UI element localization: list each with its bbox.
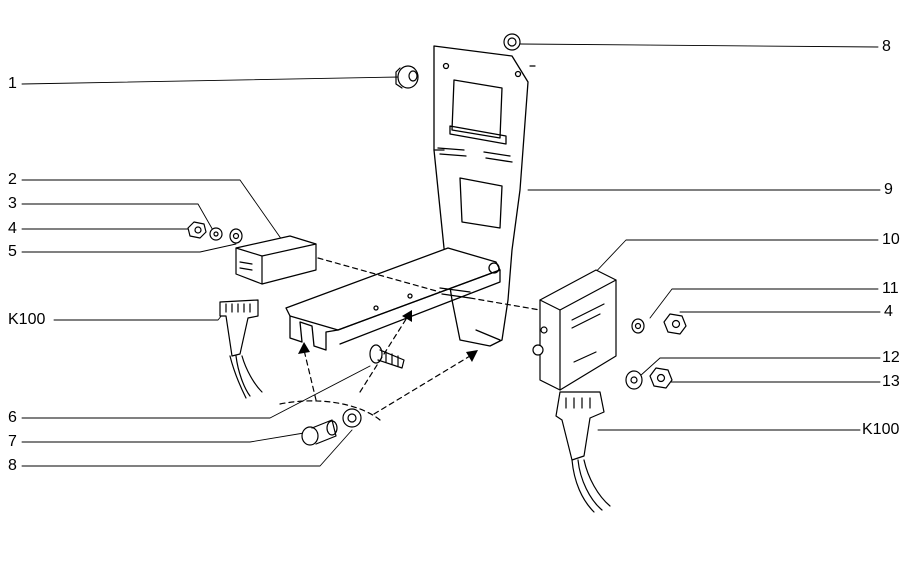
callout-7: 7: [8, 433, 17, 450]
callout-5: 5: [8, 243, 17, 260]
nut-part-8-bottom: [342, 408, 362, 428]
connector-k100-right: [555, 391, 611, 513]
fasteners-right: [625, 313, 687, 390]
bolt-part-6: [369, 344, 405, 369]
support-arm: [285, 247, 501, 351]
sleeve-part-7: [301, 419, 338, 446]
callout-9: 9: [884, 181, 893, 198]
main-bracket: [433, 45, 529, 347]
callout-1: 1: [8, 75, 17, 92]
callout-3: 3: [8, 195, 17, 212]
leader-lines-left: [21, 76, 401, 467]
arrow-heads: [298, 310, 478, 362]
callout-11: 11: [882, 280, 899, 297]
callout-10: 10: [882, 231, 900, 248]
connector-k100-left: [219, 299, 263, 399]
callout-8-right: 8: [882, 38, 891, 55]
nut-part-8-top: [503, 33, 521, 51]
assembly-arrows: [279, 65, 541, 421]
callout-k100-left: K100: [8, 311, 46, 328]
leader-lines-right: [519, 43, 881, 431]
control-unit-part-10: [532, 269, 617, 391]
callout-12: 12: [882, 349, 900, 366]
callout-13: 13: [882, 373, 900, 390]
spacer-part-1: [395, 65, 419, 89]
callout-4-left: 4: [8, 220, 17, 237]
callout-k100-right: K100: [862, 421, 900, 438]
fasteners-left: [187, 221, 243, 244]
callout-6: 6: [8, 409, 17, 426]
callout-4-right: 4: [884, 303, 893, 320]
callout-2: 2: [8, 171, 17, 188]
callout-8-left: 8: [8, 457, 17, 474]
relay-module-part-2: [235, 235, 317, 285]
